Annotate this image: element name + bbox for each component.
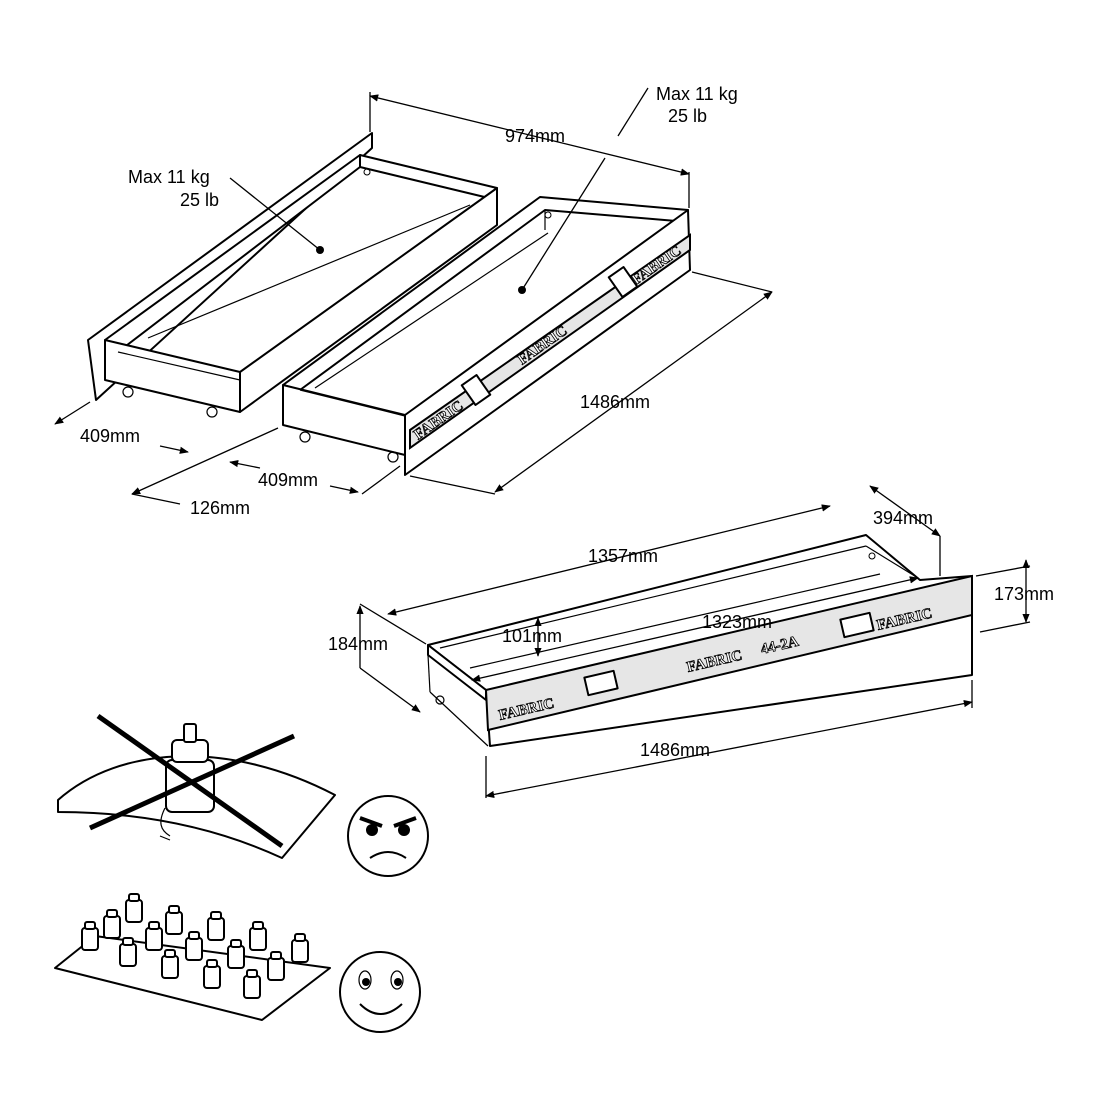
single-drawer-illustration: FABRIC FABRIC 44-2A FABRIC 1357mm 1323mm… [328,485,1054,799]
dim-depth-right: 409mm [258,470,318,490]
dim-depth-left: 409mm [80,426,140,446]
pair-dimensions: 974mm 1486mm 409mm 126mm 409mm [54,92,773,518]
dim-inner-length: 1323mm [702,612,772,632]
dim-front-length: 1486mm [640,740,710,760]
dim-total-width: 974mm [505,126,565,146]
wrong-load-illustration [57,713,336,859]
dim-side-height: 184mm [328,634,388,654]
dim-length: 1486mm [580,392,650,412]
dim-inner-height: 101mm [502,626,562,646]
single-drawer-dimensions: 1357mm 1323mm 1486mm 394mm 173mm 184mm 1… [328,485,1054,799]
dim-depth: 394mm [873,508,933,528]
dim-gap: 126mm [190,498,250,518]
drawer-pair-illustration: FABRIC FABRIC FABRIC Max 11 kg 25 lb Max… [54,84,773,518]
load-left-kg: Max 11 kg [128,167,210,187]
angry-face-icon [347,795,429,877]
left-drawer [87,132,498,418]
dim-front-height: 173mm [994,584,1054,604]
smiling-face-icon [339,951,421,1033]
right-load-illustration [54,893,331,1021]
dim-outer-length: 1357mm [588,546,658,566]
load-right-kg: Max 11 kg [656,84,738,104]
distributed-weights [81,893,309,999]
load-callout-left: Max 11 kg 25 lb [128,167,324,254]
load-left-lb: 25 lb [180,190,219,210]
load-right-lb: 25 lb [668,106,707,126]
